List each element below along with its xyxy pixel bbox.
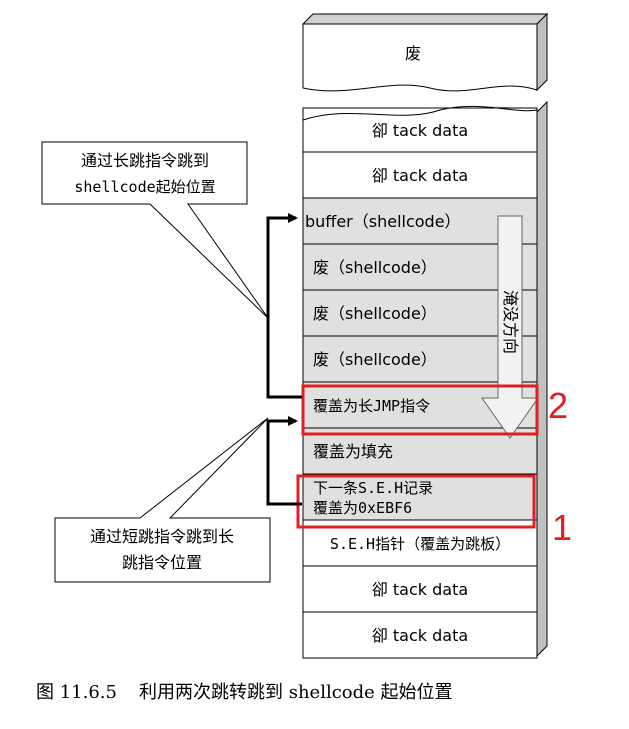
stack-row <box>302 151 538 199</box>
stack-row <box>302 107 538 153</box>
short-jump-callout: 通过短跳指令跳到长 跳指令位置 <box>54 417 271 583</box>
stack-row-label: S.E.H指针（覆盖为跳板） <box>330 535 510 553</box>
long-jump-callout-line1: 通过长跳指令跳到 <box>81 151 209 170</box>
stack-row-label: 卻 tack data <box>372 626 468 645</box>
stack-row-label: 覆盖为填充 <box>313 442 393 461</box>
long-jump-callout-line2: shellcode起始位置 <box>74 178 215 196</box>
stack-row <box>302 427 538 475</box>
stack-row-label: 废（shellcode） <box>313 258 437 277</box>
figure-caption-text: 利用两次跳转跳到 shellcode 起始位置 <box>138 682 453 703</box>
stack-row-label: 下一条S.E.H记录 <box>313 479 433 497</box>
flood-direction-label: 淹没方向 <box>501 290 520 354</box>
top-block-label: 废 <box>405 44 421 63</box>
stack-row-label: 覆盖为长JMP指令 <box>313 397 430 415</box>
long-jump-arrow <box>266 213 302 399</box>
stack-row <box>302 565 538 613</box>
stack-row-label: 卻 tack data <box>372 580 468 599</box>
figure-caption: 图 11.6.5 利用两次跳转跳到 shellcode 起始位置 <box>36 678 475 704</box>
long-jump-callout: 通过长跳指令跳到 shellcode起始位置 <box>41 141 269 319</box>
figure-number: 图 11.6.5 <box>36 682 117 703</box>
marker-1: 1 <box>552 507 572 548</box>
short-jump-arrow <box>266 416 302 506</box>
stack-row-label: 覆盖为0xEBF6 <box>313 499 412 517</box>
marker-2: 2 <box>548 385 568 426</box>
short-jump-callout-line2: 跳指令位置 <box>122 553 202 572</box>
jmp-highlight-box <box>301 384 539 436</box>
flood-direction-arrow <box>481 215 539 439</box>
stack-row-label: buffer（shellcode） <box>305 212 461 231</box>
short-jump-callout-line1: 通过短跳指令跳到长 <box>90 527 234 546</box>
stack-row <box>302 611 538 659</box>
stack-row-label: 卻 tack data <box>372 166 468 185</box>
stack-row <box>302 473 538 521</box>
seh-highlight-box <box>296 474 536 529</box>
top-block: 废 <box>301 12 549 92</box>
stack-row-label: 废（shellcode） <box>313 350 437 369</box>
stack-row-label: 废（shellcode） <box>313 304 437 323</box>
stack-row-label: 卻 tack data <box>372 121 468 140</box>
stack-torn-edge <box>302 105 538 121</box>
